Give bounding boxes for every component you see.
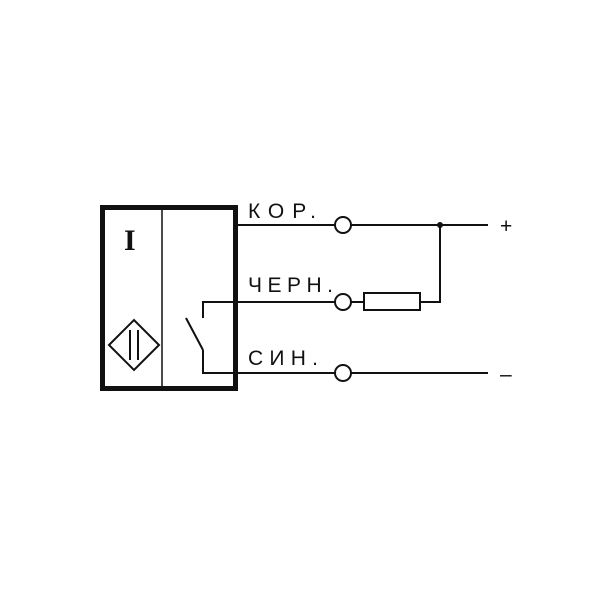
wire-load-return [420,225,441,303]
terminal-brown [334,216,352,234]
inductive-sensor-icon [107,318,161,372]
junction-dot [437,222,443,228]
terminal-blue [334,364,352,382]
wire-label-black: ЧЕРН. [248,274,333,297]
wire-label-blue: СИН. [248,347,318,370]
terminal-plus: + [500,215,512,238]
switch-contact [185,301,240,374]
terminal-black [334,293,352,311]
load-resistor [363,292,421,311]
wire-label-brown: КОР. [248,200,316,223]
sensor-type-mark: I [124,224,136,257]
sensor-body [100,205,238,391]
terminal-minus: – [500,363,512,386]
